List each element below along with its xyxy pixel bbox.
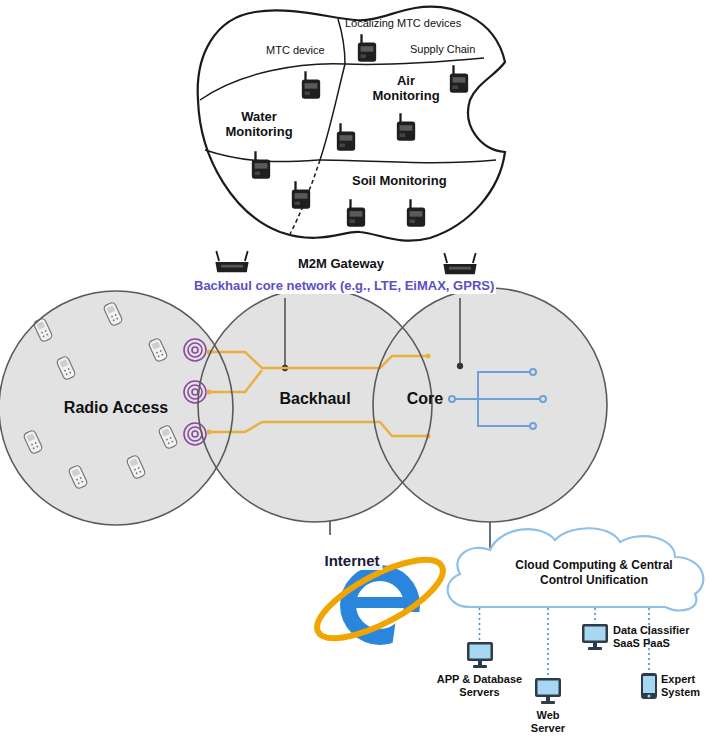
backhaul-link-ends (207, 350, 431, 439)
node-label: Internet (321, 552, 382, 570)
network-connector (547, 608, 549, 676)
node-label: Radio Access (64, 398, 168, 417)
region-boundaries (200, 19, 496, 234)
node-label: Cloud Computing & Central Control Unific… (500, 558, 688, 588)
circle-outline (373, 288, 607, 522)
computer-icon (533, 676, 563, 706)
node-label: Expert System (661, 673, 707, 698)
computer-icon (465, 640, 495, 670)
web-server-computer: Web Server (522, 676, 574, 734)
network-connector (594, 608, 596, 622)
radio-antenna-rings (184, 339, 206, 445)
cloud-node: Cloud Computing & Central Control Unific… (440, 522, 712, 614)
region-label: MTC device (266, 44, 325, 57)
server-computer: APP & Database Servers (432, 640, 527, 698)
circle-outline (198, 288, 432, 522)
region-label: Localizing MTC devices (345, 17, 461, 30)
node-label: APP & Database Servers (432, 673, 527, 698)
core-circle: Core (372, 287, 608, 523)
computer-icon (640, 672, 658, 700)
node-label: Data Classifier SaaS PaaS (613, 624, 701, 649)
expert-system-device: Expert System (640, 672, 707, 700)
node-label: Core (407, 389, 443, 408)
gateway-label: M2M Gateway (298, 257, 384, 272)
gateway-wires (283, 298, 463, 371)
computer-icon (580, 622, 610, 652)
internet-logo (307, 545, 453, 653)
network-circle-fills (0, 288, 607, 525)
data-classifier-computer: Data Classifier SaaS PaaS (580, 622, 701, 652)
field-region-outline (198, 7, 505, 241)
node-label: Web Server (522, 709, 574, 734)
cloud-outline (448, 528, 704, 610)
network-label: Backhaul core network (e.g., LTE, EiMAX,… (192, 279, 496, 294)
m2m-gateway-icons (215, 251, 476, 274)
mobile-phone-icons (23, 301, 178, 489)
region-label: Supply Chain (410, 43, 475, 56)
region-title: Air Monitoring (366, 74, 446, 104)
backhaul-circle: Backhaul (197, 287, 433, 523)
region-title: Soil Monitoring (352, 174, 447, 189)
backhaul-links (209, 352, 428, 436)
core-links (449, 369, 546, 429)
internet-node: Internet (300, 535, 450, 657)
network-connector (479, 608, 481, 640)
network-connector (329, 521, 330, 535)
radio-access-circle: Radio Access (0, 290, 234, 526)
node-label: Backhaul (279, 389, 350, 408)
region-title: Water Monitoring (214, 110, 304, 140)
network-connector (489, 522, 490, 548)
